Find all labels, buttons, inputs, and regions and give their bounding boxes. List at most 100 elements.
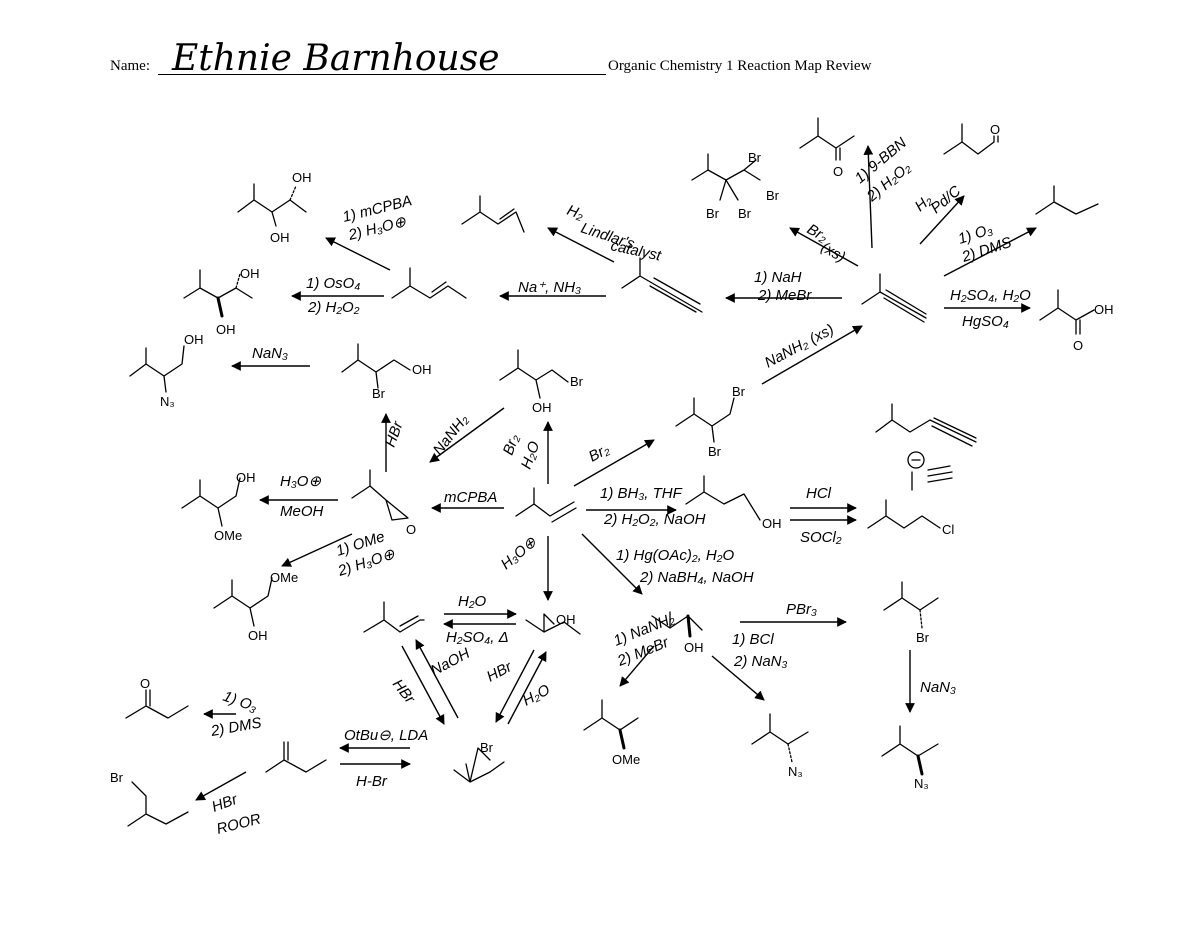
reagent-bcl: 1) BCl	[732, 631, 774, 648]
atom-oh: OH	[762, 516, 782, 531]
arrow-hbr-addition-left	[401, 645, 445, 725]
reagent-h2o-right: H₂O	[520, 681, 553, 709]
molecule-primary-bromide	[127, 781, 189, 827]
atom-ome: OMe	[214, 528, 242, 543]
atom-br: Br	[916, 630, 930, 645]
atom-oh: OH	[412, 362, 432, 377]
reagent-na-nh3: Na⁺, NH₃	[518, 279, 581, 296]
reagent-h2o-top: H₂O	[458, 593, 487, 610]
reagent-roor: ROOR	[215, 810, 263, 837]
atom-o: O	[1073, 338, 1083, 353]
reagent-pdc: Pd/C	[928, 182, 965, 217]
atom-br: Br	[570, 374, 584, 389]
reagent-h3o-catalyst: H₃O⊕	[280, 473, 321, 490]
reagent-h2o-halohydrin: H₂O	[518, 439, 544, 472]
reagent-hgso4: HgSO₄	[962, 313, 1009, 330]
name-underline	[158, 74, 606, 75]
atom-o: O	[140, 676, 150, 691]
molecule-methylene-alkene	[265, 741, 327, 773]
molecule-bromo-alcohol	[499, 349, 569, 399]
molecule-azide-anti	[751, 713, 809, 763]
arrow-epoxidation-dihydroxylation	[325, 237, 391, 271]
atom-o: O	[833, 164, 843, 179]
molecule-methyl-ether	[583, 699, 639, 750]
reagent-bh3-thf: 1) BH₃, THF	[600, 485, 683, 502]
molecule-secondary-alcohol	[651, 611, 703, 638]
molecule-syn-diol	[183, 269, 253, 318]
reagent-nabh4: 2) NaBH₄, NaOH	[639, 569, 754, 586]
reagent-h2o2: 2) H₂O₂	[307, 299, 360, 316]
reagent-h2so4-heat: H₂SO₄, Δ	[446, 629, 509, 646]
atom-oh: OH	[236, 470, 256, 485]
reagent-hcl: HCl	[806, 485, 832, 502]
reagent-h2: H₂	[565, 202, 587, 224]
reagent-br2-halohydrin: Br₂	[500, 432, 523, 458]
arrow-br2-addition	[573, 439, 655, 487]
reagent-oso4: 1) OsO₄	[306, 275, 360, 292]
arrow-9bbn	[863, 145, 874, 249]
arrow-oxymercuration	[581, 533, 643, 595]
atom-oh: OH	[184, 332, 204, 347]
reagent-socl2: SOCl₂	[800, 529, 842, 546]
arrow-hydrogenation	[919, 195, 965, 245]
molecule-hexyne	[875, 403, 977, 447]
reagent-hg-oac: 1) Hg(OAc)₂, H₂O	[616, 547, 734, 564]
molecule-tertiary-bromide	[453, 747, 505, 783]
reagent-meoh: MeOH	[280, 503, 324, 520]
molecule-tetrabromoalkane	[691, 153, 761, 201]
worksheet-title: Organic Chemistry 1 Reaction Map Review	[608, 58, 872, 74]
reagent-h-br: H-Br	[356, 773, 388, 790]
reagent-pbr3: PBr₃	[786, 601, 817, 618]
molecule-tertiary-alcohol	[525, 613, 581, 635]
arrow-bromination-xs	[789, 227, 859, 267]
arrow-elimination-nanh2-xs	[761, 325, 863, 385]
atom-br: Br	[480, 740, 494, 755]
arrow-nanh2-epoxide	[429, 407, 505, 463]
molecule-alkane	[1035, 185, 1099, 215]
atom-br: Br	[110, 770, 124, 785]
atom-oh: OH	[684, 640, 704, 655]
reagent-dms-alkene: 2) DMS	[209, 714, 263, 740]
atom-br: Br	[706, 206, 720, 221]
atom-n3: N₃	[160, 394, 175, 409]
reagent-h2so4-h2o: H₂SO₄, H₂O	[950, 287, 1031, 304]
arrow-williamson-ether	[619, 645, 655, 687]
reagent-catalyst: catalyst	[609, 237, 663, 264]
atom-n3: N₃	[914, 776, 929, 791]
molecule-methoxy-alcohol-2	[213, 577, 273, 627]
student-name-handwritten: Ethnie Barnhouse	[172, 38, 500, 79]
reagent-hbr-peroxide: HBr	[210, 791, 241, 816]
molecule-epoxide	[351, 469, 409, 521]
atom-br: Br	[372, 386, 386, 401]
atom-oh: OH	[1094, 302, 1114, 317]
atom-br: Br	[738, 206, 752, 221]
arrow-lindlar	[547, 227, 615, 263]
molecule-trisubstituted-alkene	[363, 601, 425, 633]
molecule-anti-diol	[237, 183, 307, 227]
atom-oh: OH	[532, 400, 552, 415]
arrow-bcl-nan3	[711, 655, 765, 701]
molecule-cis-alkene	[461, 195, 525, 233]
name-label: Name:	[110, 58, 150, 74]
atom-br: Br	[708, 444, 722, 459]
reagent-mcpba: mCPBA	[444, 489, 497, 506]
arrow-h2o-substitution	[507, 651, 547, 725]
reagent-nanh2-xs: NaNH₂ (xs)	[762, 321, 837, 372]
reagent-nanh2-diag: NaNH₂	[430, 411, 472, 458]
atom-ome: OMe	[612, 752, 640, 767]
molecule-terminal-alkyne	[861, 273, 927, 323]
arrow-hbr-substitution	[495, 649, 535, 723]
reagent-naoh-left: NaOH	[428, 645, 473, 680]
atom-o: O	[406, 522, 416, 537]
worksheet-header: Name: Ethnie Barnhouse Organic Chemistry…	[110, 38, 950, 84]
reagent-nah: 1) NaH	[754, 269, 802, 286]
molecule-trans-alkene	[391, 267, 467, 299]
arrow-anti-markovnikov	[195, 771, 247, 801]
molecule-bromohydrin	[341, 343, 411, 389]
atom-oh: OH	[292, 170, 312, 185]
atom-ome: OMe	[270, 570, 298, 585]
atom-oh: OH	[248, 628, 268, 643]
reagent-hbr-right: HBr	[484, 658, 516, 686]
molecule-ketone	[799, 117, 855, 161]
